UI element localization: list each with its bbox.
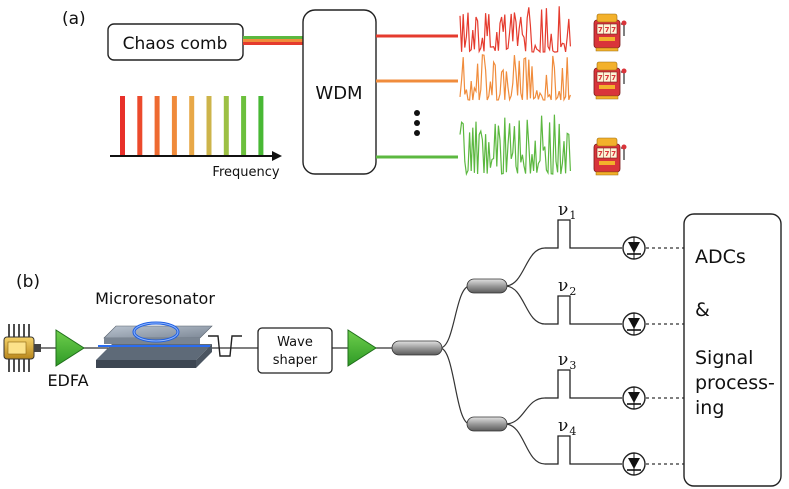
soliton-pulse-icon	[208, 335, 242, 357]
microresonator-chip	[96, 321, 213, 368]
comb-line	[223, 96, 229, 156]
svg-text:7: 7	[598, 26, 603, 34]
processing-label-2: ing	[695, 397, 724, 419]
slot-machine-icon: 7 7 7	[593, 61, 627, 100]
filter-channel-row: ν4	[545, 416, 684, 476]
comb-spectrum	[120, 96, 264, 156]
slot-machine-icon: 7 7 7	[593, 137, 627, 176]
svg-text:7: 7	[605, 74, 610, 82]
wave-shaper-box	[257, 327, 333, 374]
comb-line	[171, 96, 177, 156]
edfa-label: EDFA	[47, 371, 88, 390]
slot-machine-icon: 7 7 7	[593, 13, 627, 52]
comb-line	[241, 96, 247, 156]
wdm-box	[302, 9, 377, 175]
svg-text:7: 7	[611, 26, 616, 34]
filter-label: ν2	[558, 276, 576, 298]
signal-label: Signal	[695, 347, 753, 369]
svg-text:7: 7	[605, 150, 610, 158]
ellipsis-dot-1	[414, 110, 420, 116]
bandpass-filter-icon	[545, 369, 622, 399]
filter-label: ν1	[558, 200, 576, 222]
comb-line	[206, 96, 212, 156]
ampersand-label: &	[695, 299, 710, 321]
bandpass-filter-icon	[545, 295, 622, 325]
bandpass-filter-icon	[545, 435, 622, 465]
coupler-2	[466, 278, 508, 294]
comb-line	[154, 96, 160, 156]
filter-label: ν3	[558, 350, 576, 372]
panel-b-label: (b)	[16, 272, 40, 292]
coupler-3	[466, 416, 508, 432]
wave-shaper-label-line1: Wave	[277, 335, 313, 350]
ellipsis-dot-3	[414, 130, 420, 136]
svg-text:7: 7	[611, 74, 616, 82]
comb-line	[120, 96, 125, 156]
adc-signal-processing-box	[683, 213, 782, 487]
comb-line	[189, 96, 195, 156]
coupler-1	[391, 340, 443, 356]
filter-label: ν4	[558, 416, 576, 438]
filter-channel-row: ν1	[545, 200, 684, 260]
frequency-axis-arrow	[272, 151, 282, 161]
chaos-comb-label: Chaos comb	[123, 34, 228, 54]
comb-line	[137, 96, 143, 156]
svg-text:7: 7	[605, 26, 610, 34]
ellipsis-dot-2	[414, 120, 420, 126]
panel-a-label: (a)	[62, 9, 86, 29]
filter-channel-row: ν3	[545, 350, 684, 410]
processing-label: process-	[695, 372, 775, 394]
chaotic-waveform-orange	[459, 54, 571, 102]
filter-channel-row: ν2	[545, 276, 684, 336]
wdm-label: WDM	[315, 83, 362, 104]
comb-fiber-orange	[243, 39, 303, 42]
wave-shaper-label-line2: shaper	[273, 353, 318, 368]
amplifier-icon	[347, 329, 377, 367]
svg-text:7: 7	[611, 150, 616, 158]
adc-label: ADCs	[695, 246, 746, 268]
splitter-fibers	[439, 247, 546, 465]
svg-text:7: 7	[598, 74, 603, 82]
microresonator-label: Microresonator	[95, 289, 215, 308]
svg-text:7: 7	[598, 150, 603, 158]
chaotic-waveform-red	[459, 6, 571, 54]
edfa-amplifier-icon	[55, 329, 85, 367]
chaotic-waveform-green	[459, 114, 571, 177]
laser-icon	[3, 324, 41, 372]
comb-line	[258, 96, 264, 156]
comb-fiber-red	[243, 42, 303, 45]
bandpass-filter-icon	[545, 219, 622, 249]
comb-fiber-green	[243, 36, 303, 39]
frequency-label: Frequency	[212, 165, 279, 180]
